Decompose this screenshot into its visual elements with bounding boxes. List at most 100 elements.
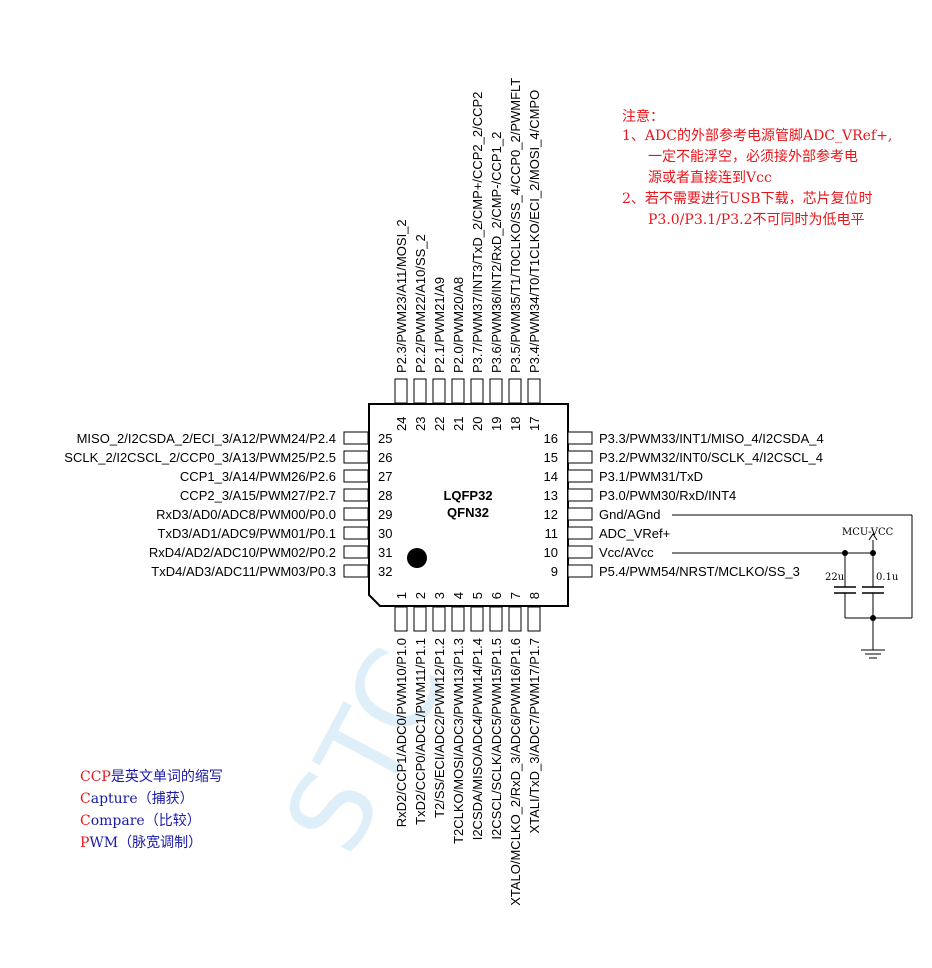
pin-number: 30 xyxy=(378,526,392,541)
pin-pad xyxy=(343,526,369,540)
pin-pad xyxy=(343,545,369,559)
pin-pad xyxy=(567,488,593,502)
pin-label: P2.3/PWM23/A11/MOSI_2 xyxy=(394,219,409,373)
pin-number: 16 xyxy=(544,431,558,446)
pin-number: 9 xyxy=(551,564,558,579)
pin-label: ADC_VRef+ xyxy=(599,526,670,541)
pin-label: P3.4/PWM34/T0/T1CLKO/ECI_2/MOSI_4/CMPO xyxy=(527,90,542,373)
pin1-dot xyxy=(407,548,427,568)
pin-number: 20 xyxy=(470,417,485,431)
pin-number: 3 xyxy=(432,592,447,599)
pin-number: 29 xyxy=(378,507,392,522)
pin-pad xyxy=(394,378,408,404)
junction-dot xyxy=(842,550,848,556)
pin-label: P2.2/PWM22/A10/SS_2 xyxy=(413,234,428,373)
pin-label: RxD3/AD0/ADC8/PWM00/P0.0 xyxy=(156,507,336,522)
pin-pad xyxy=(413,606,427,632)
note-line: 2、若不需要进行USB下载，芯片复位时 xyxy=(622,190,873,207)
pin-pad xyxy=(567,545,593,559)
power-circuit xyxy=(672,514,913,659)
pin-number: 7 xyxy=(508,592,523,599)
pin-number: 26 xyxy=(378,450,392,465)
pin-pad xyxy=(489,606,503,632)
junction-dot xyxy=(870,615,876,621)
pin-pad xyxy=(343,469,369,483)
mcu-vcc-label: MCU-VCC xyxy=(842,527,894,538)
pin-label: P3.5/PWM35/T1/T0CLKO/SS_4/CCP0_2/PWMFLT xyxy=(508,78,523,373)
legend-line: Capture（捕获） xyxy=(80,791,194,807)
pin-label: P3.6/PWM36/INT2/RxD_2/CMP-/CCP1_2 xyxy=(489,132,504,373)
pin-number: 8 xyxy=(527,592,542,599)
legend-line: Compare（比较） xyxy=(80,813,201,829)
pin-label: I2CSDA/MISO/ADC4/PWM14/P1.4 xyxy=(470,638,485,840)
pin-number: 21 xyxy=(451,417,466,431)
pin-number: 15 xyxy=(544,450,558,465)
pin-label: Gnd/AGnd xyxy=(599,507,660,522)
pin-number: 10 xyxy=(544,545,558,560)
pin-label: MISO_2/I2CSDA_2/ECI_3/A12/PWM24/P2.4 xyxy=(77,431,336,446)
pin-label: SCLK_2/I2CSCL_2/CCP0_3/A13/PWM25/P2.5 xyxy=(64,450,336,465)
pin-pad xyxy=(394,606,408,632)
pin-pad xyxy=(343,450,369,464)
pin-pad xyxy=(470,606,484,632)
pin-label: Vcc/AVcc xyxy=(599,545,654,560)
pin-label: P3.3/PWM33/INT1/MISO_4/I2CSDA_4 xyxy=(599,431,824,446)
pin-pad xyxy=(432,378,446,404)
pin-pad xyxy=(432,606,446,632)
pin-pad xyxy=(508,606,522,632)
pin-label: P3.2/PWM32/INT0/SCLK_4/I2CSCL_4 xyxy=(599,450,823,465)
pin-pad xyxy=(451,378,465,404)
note-line: 1、ADC的外部参考电源管脚ADC_VRef+, xyxy=(622,127,892,144)
pin-number: 28 xyxy=(378,488,392,503)
right-pins: 16 P3.3/PWM33/INT1/MISO_4/I2CSDA_4 15 P3.2/… xyxy=(544,431,824,579)
pin-pad xyxy=(567,564,593,578)
pin-label: P2.0/PWM20/A8 xyxy=(451,277,466,373)
pin-number: 2 xyxy=(413,592,428,599)
pin-pad xyxy=(470,378,484,404)
pin-pad xyxy=(343,564,369,578)
note-line: P3.0/P3.1/P3.2不可同时为低电平 xyxy=(648,212,865,228)
pin-number: 4 xyxy=(451,592,466,599)
pin-label: P5.4/PWM54/NRST/MCLKO/SS_3 xyxy=(599,564,800,579)
pin-pad xyxy=(527,606,541,632)
pin-number: 14 xyxy=(544,469,558,484)
note-line: 一定不能浮空，必须接外部参考电 xyxy=(648,148,858,165)
package-label-2: QFN32 xyxy=(447,505,489,520)
pin-pad xyxy=(567,469,593,483)
pin-pad xyxy=(343,488,369,502)
note-title: 注意： xyxy=(622,108,664,125)
pin-number: 1 xyxy=(394,592,409,599)
pin-number: 17 xyxy=(527,417,542,431)
pin-pad xyxy=(343,507,369,521)
pin-label: T2/SS/ECI/ADC2/PWM12/P1.2 xyxy=(432,638,447,818)
pin-label: XTALO/MCLKO_2/RxD_3/ADC6/PWM16/P1.6 xyxy=(508,638,523,906)
pin-label: RxD4/AD2/ADC10/PWM02/P0.2 xyxy=(149,545,336,560)
top-pins: 24P2.3/PWM23/A11/MOSI_223P2.2/PWM22/A10/… xyxy=(394,78,542,431)
pin-pad xyxy=(567,507,593,521)
pin-number: 5 xyxy=(470,592,485,599)
pin-number: 18 xyxy=(508,417,523,431)
package-label-1: LQFP32 xyxy=(443,488,492,503)
pin-label: CCP2_3/A15/PWM27/P2.7 xyxy=(180,488,336,503)
pin-pad xyxy=(508,378,522,404)
pin-label: T2CLKO/MOSI/ADC3/PWM13/P1.3 xyxy=(451,638,466,844)
pin-label: XTALI/TxD_3/ADC7/PWM17/P1.7 xyxy=(527,638,542,834)
junction-dot xyxy=(870,550,876,556)
pin-label: I2CSCL/SCLK/ADC5/PWM15/P1.5 xyxy=(489,638,504,840)
cap2-label: 0.1u xyxy=(876,572,899,583)
legend-line: CCP是英文单词的缩写 xyxy=(80,768,223,785)
cap1-label: 22u xyxy=(825,572,845,583)
pin-number: 24 xyxy=(394,417,409,431)
pin-pad xyxy=(567,431,593,445)
pin-pad xyxy=(567,526,593,540)
pin-number: 12 xyxy=(544,507,558,522)
pin-number: 19 xyxy=(489,417,504,431)
pin-pad xyxy=(527,378,541,404)
pin-pad xyxy=(343,431,369,445)
pin-pad xyxy=(489,378,503,404)
pin-label: CCP1_3/A14/PWM26/P2.6 xyxy=(180,469,336,484)
left-pins: 25MISO_2/I2CSDA_2/ECI_3/A12/PWM24/P2.426… xyxy=(64,431,392,579)
pin-label: TxD2/CCP0/ADC1/PWM11/P1.1 xyxy=(413,638,428,825)
pin-pad xyxy=(451,606,465,632)
